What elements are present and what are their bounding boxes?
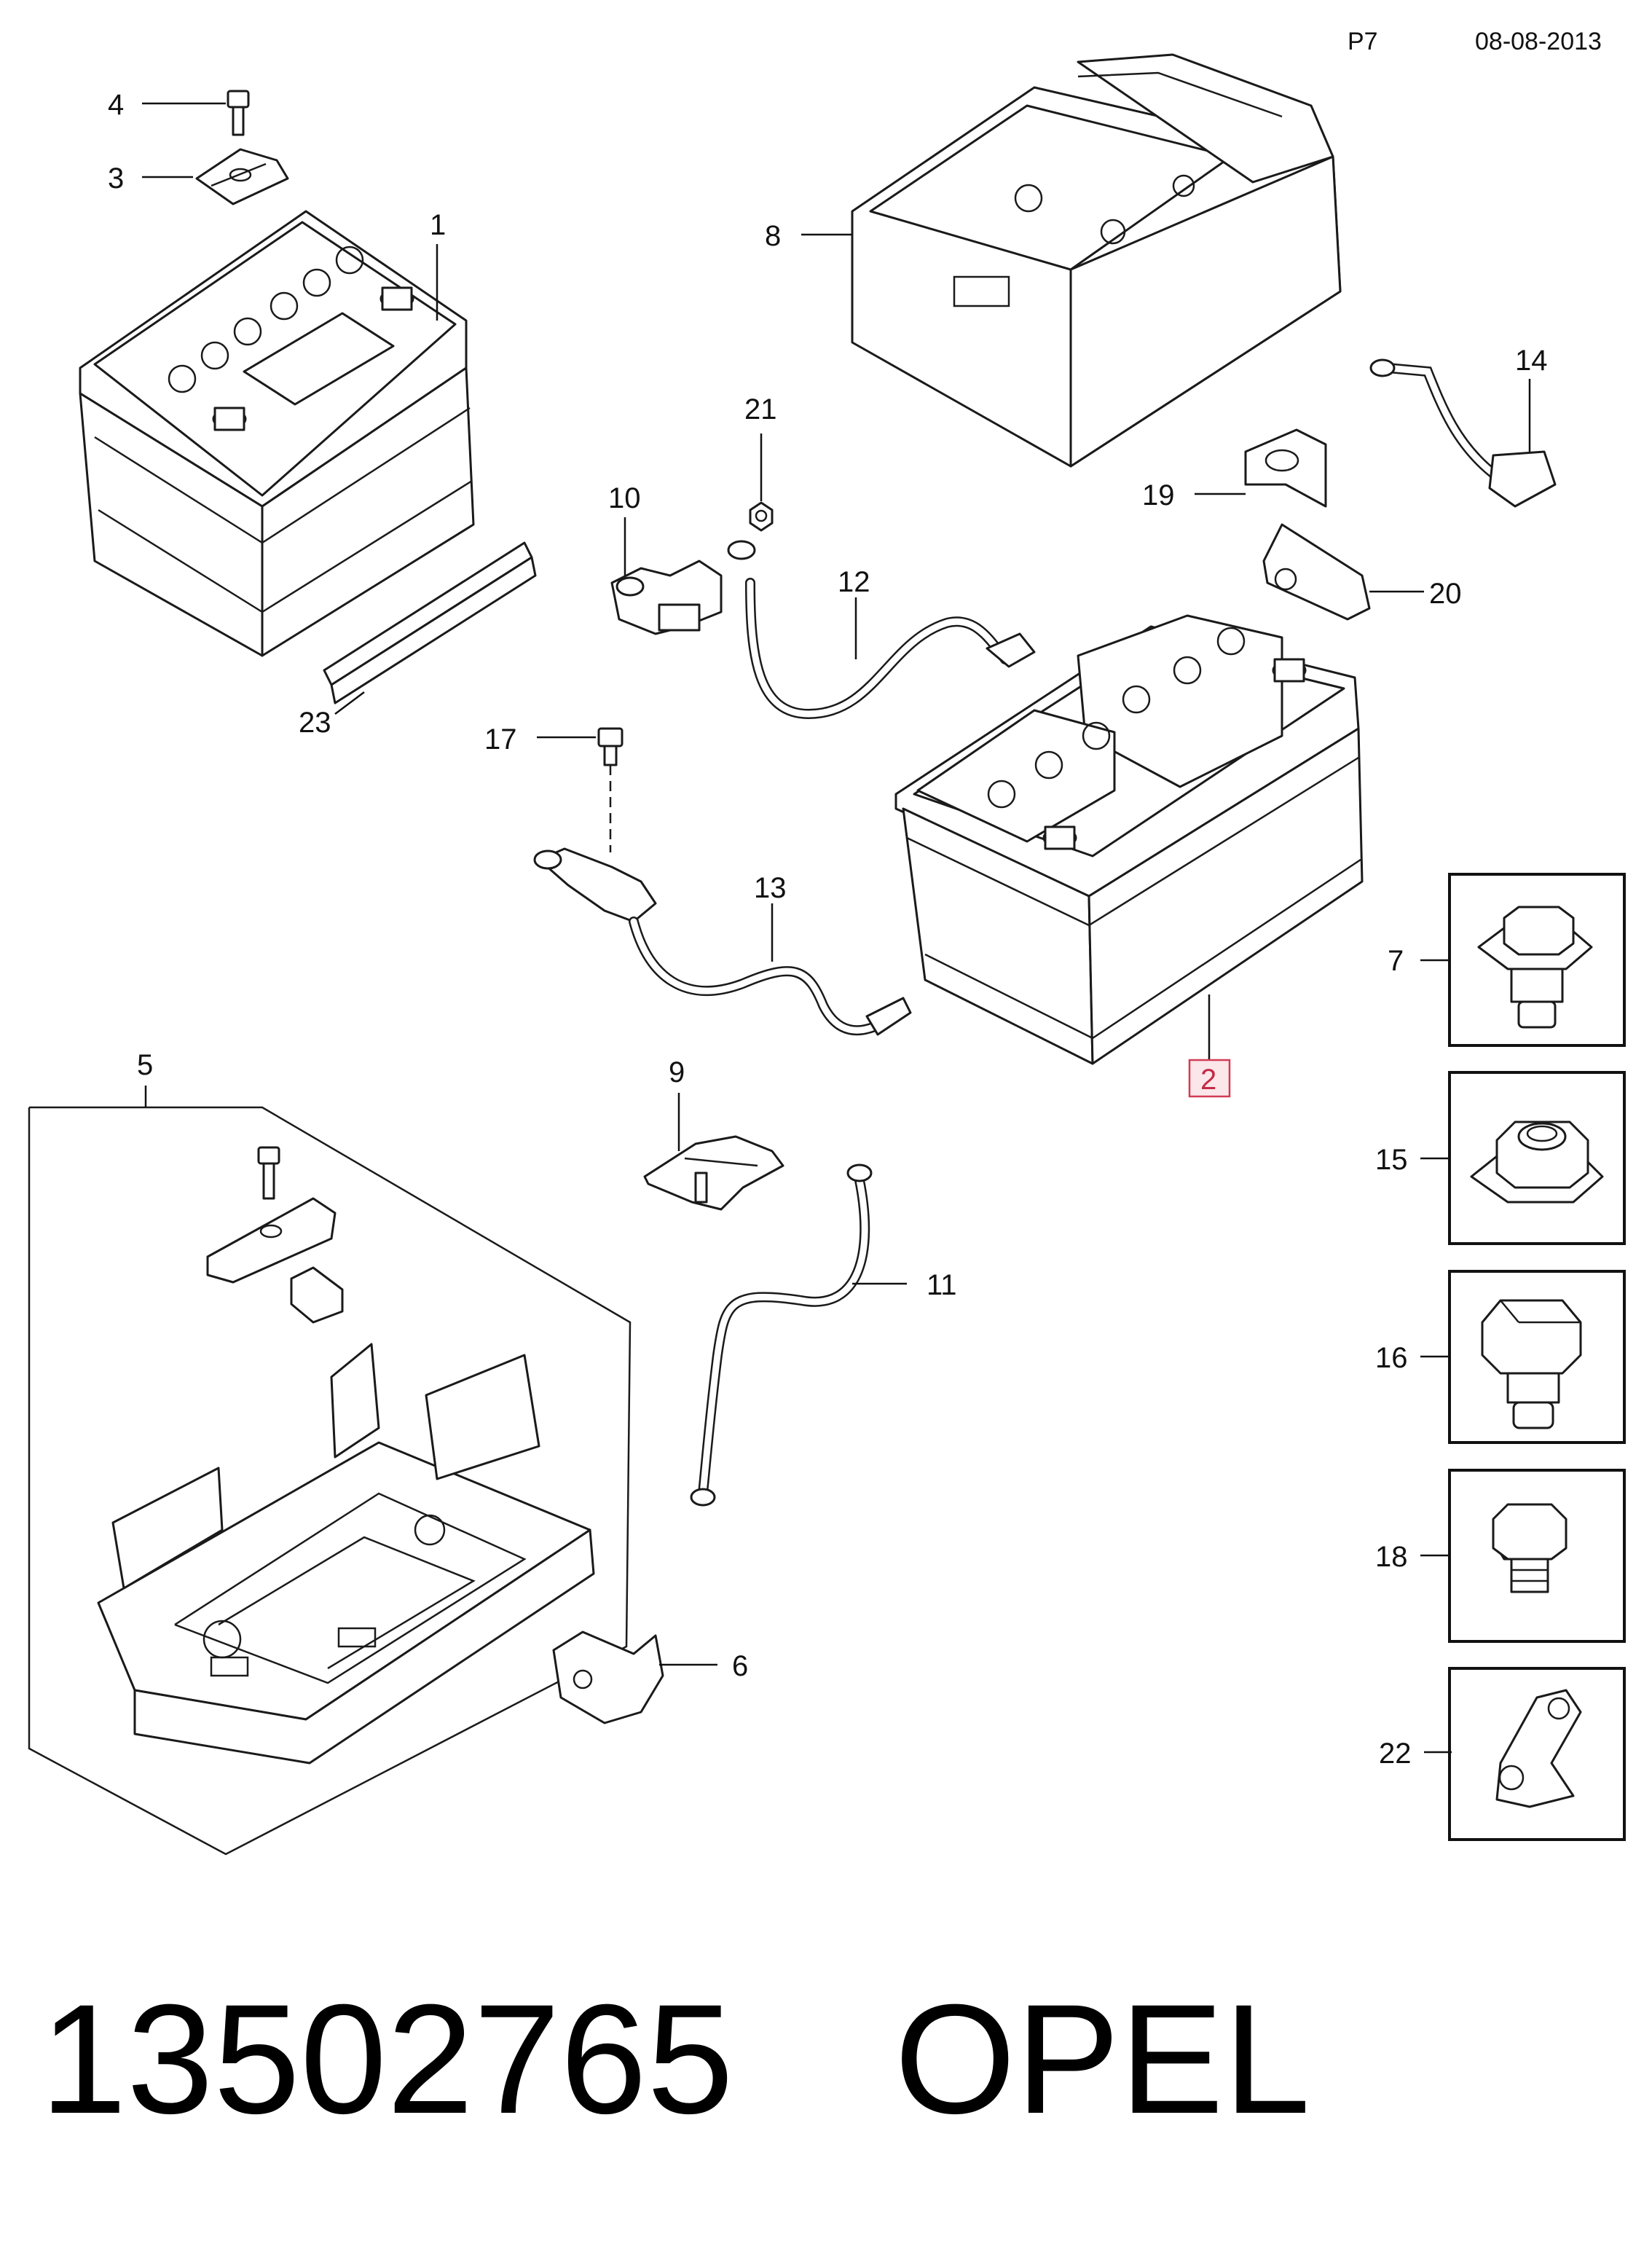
callout-13[interactable]: 13 (754, 872, 787, 904)
hardware-box-15[interactable] (1448, 1071, 1626, 1245)
hardware-box-16[interactable] (1448, 1270, 1626, 1444)
tray-group-outline (28, 1106, 632, 1856)
callout-21[interactable]: 21 (744, 393, 777, 425)
diagram-date: 08-08-2013 (1475, 28, 1602, 55)
callout-7[interactable]: 7 (1388, 945, 1404, 977)
battery-main[interactable] (894, 614, 1364, 1065)
cable-bolt[interactable] (597, 727, 624, 852)
callout-5[interactable]: 5 (137, 1049, 153, 1081)
tray-mount-bracket[interactable] (552, 1630, 664, 1724)
callout-17[interactable]: 17 (484, 723, 517, 755)
terminal-bracket[interactable] (1262, 523, 1371, 621)
callout-15[interactable]: 15 (1375, 1144, 1408, 1176)
hardware-box-18[interactable] (1448, 1469, 1626, 1643)
callout-1[interactable]: 1 (430, 209, 446, 241)
callout-2[interactable]: 2 (1200, 1064, 1216, 1096)
callout-18[interactable]: 18 (1375, 1541, 1408, 1573)
callout-19[interactable]: 19 (1142, 479, 1175, 511)
callout-8[interactable]: 8 (765, 220, 781, 252)
callout-9[interactable]: 9 (669, 1056, 685, 1088)
tray-bolt[interactable] (257, 1146, 280, 1200)
page-code: P7 (1348, 28, 1378, 55)
battery-tray[interactable] (97, 1343, 595, 1765)
terminal-cover[interactable] (1244, 428, 1327, 508)
battery-small[interactable] (79, 210, 475, 657)
positive-terminal-clamp[interactable] (610, 560, 723, 635)
tray-clamp[interactable] (206, 1197, 337, 1284)
hardware-box-7[interactable] (1448, 873, 1626, 1047)
callout-2-highlight[interactable]: 2 (1188, 1059, 1231, 1098)
callout-14[interactable]: 14 (1515, 345, 1548, 377)
battery-strip[interactable] (323, 541, 537, 705)
callout-23[interactable]: 23 (299, 707, 331, 739)
part-number: 13502765 (40, 1972, 733, 2146)
callout-12[interactable]: 12 (838, 566, 870, 598)
callout-3[interactable]: 3 (108, 162, 124, 195)
callout-4[interactable]: 4 (108, 89, 124, 121)
callout-20[interactable]: 20 (1429, 578, 1462, 610)
hardware-box-22[interactable] (1448, 1667, 1626, 1841)
callout-16[interactable]: 16 (1375, 1342, 1408, 1374)
brand-name: OPEL (894, 1972, 1310, 2146)
clamp-bolt[interactable] (227, 90, 250, 136)
ground-cable[interactable] (690, 1163, 873, 1507)
clamp-plate[interactable] (195, 148, 289, 205)
tray-clip[interactable] (290, 1266, 344, 1324)
callout-11[interactable]: 11 (927, 1269, 957, 1301)
callout-22[interactable]: 22 (1379, 1738, 1412, 1770)
battery-cable-positive[interactable] (727, 540, 1036, 720)
ground-strap[interactable] (1369, 358, 1557, 508)
leader-23 (334, 691, 365, 715)
battery-cover[interactable] (851, 53, 1342, 468)
battery-bracket[interactable] (643, 1135, 784, 1211)
battery-cable-negative[interactable] (533, 847, 912, 1036)
callout-6[interactable]: 6 (732, 1650, 748, 1682)
terminal-nut[interactable] (749, 501, 774, 532)
callout-10[interactable]: 10 (608, 482, 641, 514)
